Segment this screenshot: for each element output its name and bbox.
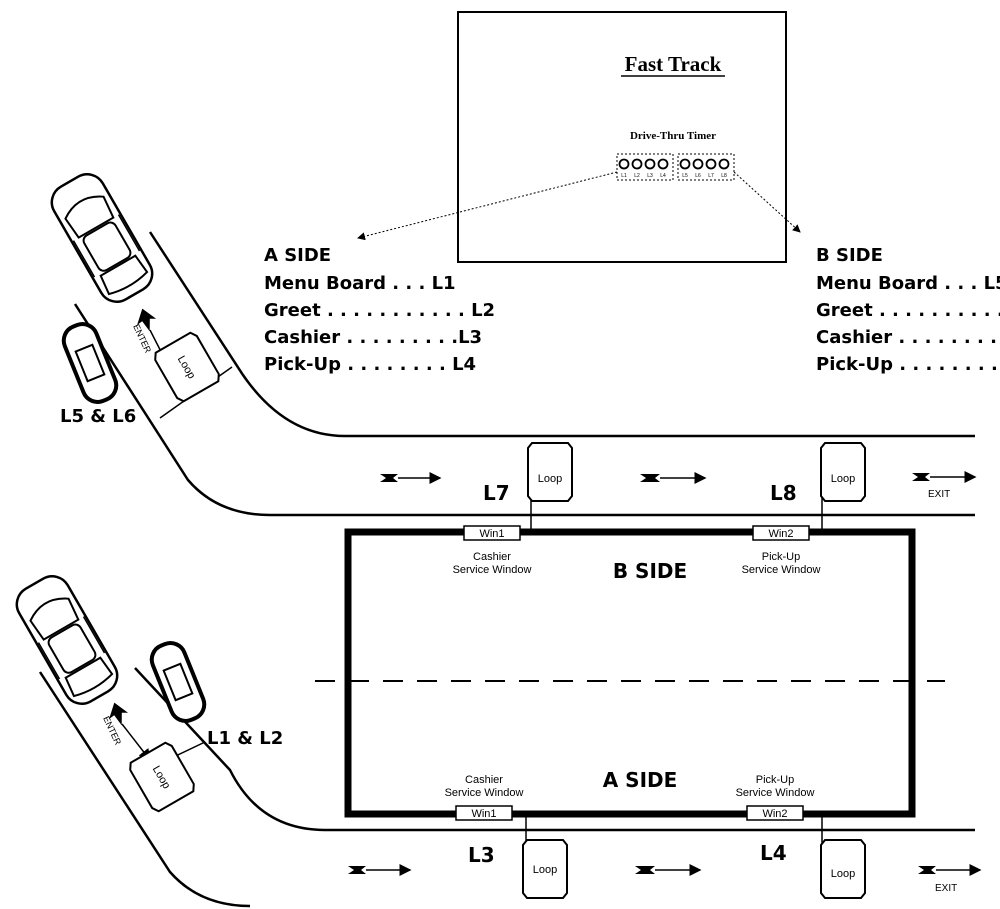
lane-arrow-icon [380, 472, 442, 484]
b-side-legend: B SIDE Menu Board . . . L5 Greet . . . .… [816, 245, 1000, 375]
pickup-window-label: Pick-Up [762, 551, 801, 563]
b-legend-row: Cashier . . . . . . . . .L7 [816, 327, 1000, 348]
led-indicator-icon [618, 158, 630, 170]
b-legend-row: Greet . . . . . . . . . . . L6 [816, 300, 1000, 321]
led-indicator-icon [692, 158, 704, 170]
cashier-window-label: Service Window [453, 564, 532, 576]
loop-sensor-l7: Loop [527, 442, 573, 502]
exit-label: EXIT [935, 883, 957, 894]
a-legend-row: Menu Board . . . L1 [264, 273, 456, 294]
loops-label-l1-l2: L1 & L2 [207, 728, 283, 749]
building: B SIDE A SIDE Win1 Cashier Service Windo… [315, 525, 945, 821]
cashier-window-label: Service Window [445, 787, 524, 799]
pickup-window-label: Service Window [742, 564, 821, 576]
led-label: L5 [682, 173, 688, 179]
led-label: L3 [647, 173, 653, 179]
cashier-window-label: Cashier [465, 774, 503, 786]
b-legend-row: Pick-Up . . . . . . . . L8 [816, 354, 1000, 375]
led-indicator-icon [718, 158, 730, 170]
window-win1-b [463, 525, 521, 541]
callout-arrow-b [733, 171, 801, 233]
car-icon [50, 173, 154, 303]
window-win2-b [752, 525, 810, 541]
b-side-label: B SIDE [613, 559, 687, 583]
car-icon [15, 575, 119, 705]
led-indicator-icon [644, 158, 656, 170]
led-indicator-icon [679, 158, 691, 170]
bottom-lane-outer-curb [38, 671, 251, 908]
loop-sensor: Loop [129, 741, 195, 813]
led-label: L6 [695, 173, 701, 179]
timer-title: Fast Track [625, 52, 722, 76]
loop-sensor-l3: Loop [522, 839, 568, 899]
lane-label-l8: L8 [770, 481, 797, 505]
window-win1-a [455, 805, 513, 821]
loops-label-l5-l6: L5 & L6 [60, 406, 136, 427]
loop-label: Loop [533, 864, 557, 876]
b-legend-row: Menu Board . . . L5 [816, 273, 1000, 294]
loop-sensor-l8: Loop [820, 442, 866, 502]
window-label: Win1 [471, 808, 496, 820]
led-label: L4 [660, 173, 666, 179]
top-lane-outer-curb [73, 303, 975, 517]
led-group-a [616, 153, 674, 181]
lane-label-l7: L7 [483, 481, 510, 505]
loop-label: Loop [538, 473, 562, 485]
led-group-b [677, 153, 735, 181]
led-indicator-icon [657, 158, 669, 170]
lane-arrow-icon [635, 864, 702, 876]
b-legend-heading: B SIDE [816, 245, 883, 266]
loop-label: Loop [831, 473, 855, 485]
led-label: L1 [621, 173, 627, 179]
led-label: L7 [708, 173, 714, 179]
pickup-window-label: Pick-Up [756, 774, 795, 786]
parked-car-icon [149, 641, 207, 723]
window-win2-a [746, 805, 804, 821]
window-label: Win1 [479, 528, 504, 540]
exit-arrow-icon [912, 471, 977, 483]
exit-label: EXIT [928, 489, 950, 500]
pickup-window-label: Service Window [736, 787, 815, 799]
a-legend-row: Cashier . . . . . . . . .L3 [264, 327, 482, 348]
a-legend-row: Greet . . . . . . . . . . . L2 [264, 300, 495, 321]
parked-car-icon [61, 322, 119, 404]
lane-arrow-icon [348, 864, 412, 876]
led-label: L8 [721, 173, 727, 179]
bottom-lane-inner-curb [134, 667, 975, 832]
lane-arrow-icon [640, 472, 707, 484]
lane-label-l3: L3 [468, 843, 495, 867]
led-indicator-icon [631, 158, 643, 170]
a-legend-row: Pick-Up . . . . . . . . L4 [264, 354, 476, 375]
window-label: Win2 [768, 528, 793, 540]
top-lane-inner-curb [148, 231, 975, 438]
a-legend-heading: A SIDE [264, 245, 331, 266]
led-indicator-icon [705, 158, 717, 170]
timer-subtitle: Drive-Thru Timer [630, 130, 716, 142]
lane-label-l4: L4 [760, 841, 787, 865]
a-side-legend: A SIDE Menu Board . . . L1 Greet . . . .… [264, 245, 495, 375]
loop-label: Loop [831, 868, 855, 880]
enter-label: ENTER [131, 323, 153, 355]
window-label: Win2 [762, 808, 787, 820]
a-side-label: A SIDE [603, 768, 678, 792]
cashier-window-label: Cashier [473, 551, 511, 563]
loop-sensor: Loop [154, 331, 220, 403]
loop-sensor-l4: Loop [820, 839, 866, 899]
led-label: L2 [634, 173, 640, 179]
callout-arrow-a [357, 171, 618, 241]
timer-panel: Fast Track Drive-Thru Timer L1 L2 L3 L4 L5 L6… [357, 11, 801, 263]
exit-arrow-icon [918, 864, 982, 876]
